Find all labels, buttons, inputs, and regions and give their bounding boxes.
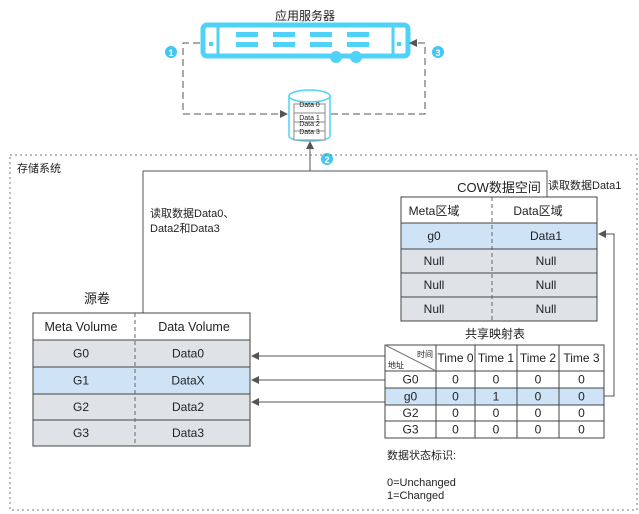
step-badge-1: 1 xyxy=(165,46,177,58)
meta-cell: Null xyxy=(424,254,445,268)
cache-item: Data 0 xyxy=(299,102,320,109)
storage-title: 存储系统 xyxy=(17,161,61,175)
map-row: G0 0 0 0 0 xyxy=(384,370,605,389)
source-title: 源卷 xyxy=(84,291,110,306)
map-cell: 0 xyxy=(535,423,542,437)
source-row: G1 DataX xyxy=(32,366,251,395)
data-cell: Null xyxy=(536,254,557,268)
map-cell: 0 xyxy=(578,373,585,387)
cow-title: COW数据空间 xyxy=(457,180,541,195)
step-badge-2: 2 xyxy=(321,153,333,165)
map-header: Time 0 xyxy=(437,351,474,365)
map-cell: 0 xyxy=(578,406,585,420)
map-cell: 0 xyxy=(493,406,500,420)
map-cell: 0 xyxy=(578,390,585,404)
meta-cell: G0 xyxy=(73,347,89,361)
svg-text:2: 2 xyxy=(324,155,329,165)
map-cell: G3 xyxy=(402,423,418,437)
map-title: 共享映射表 xyxy=(465,326,525,341)
legend-item: 0=Unchanged xyxy=(387,477,456,489)
map-row: G2 0 0 0 0 xyxy=(384,404,605,422)
map-cell: 0 xyxy=(535,390,542,404)
map-header-cell xyxy=(558,344,605,372)
map-cell: 0 xyxy=(493,373,500,387)
meta-cell: G3 xyxy=(73,426,89,440)
map-header: Time 3 xyxy=(563,351,600,365)
svg-text:Data Volume: Data Volume xyxy=(158,320,230,334)
cache-item: Data 1 xyxy=(299,115,320,122)
svg-text:地址: 地址 xyxy=(388,360,404,370)
map-cell: 0 xyxy=(452,373,459,387)
data-cell: Data0 xyxy=(172,347,204,361)
map-header: Time 1 xyxy=(478,351,515,365)
data-cell: Null xyxy=(536,302,557,316)
step-badge-3: 3 xyxy=(432,46,444,58)
svg-text:Meta区域: Meta区域 xyxy=(409,204,460,218)
cow-row: Null Null xyxy=(400,248,598,274)
server-icon xyxy=(200,22,411,63)
read-label-1: 读取数据Data1 xyxy=(548,178,621,192)
meta-cell: G1 xyxy=(73,374,89,388)
map-cell: g0 xyxy=(404,390,418,404)
map-header-cell xyxy=(474,344,518,372)
map-header-cell xyxy=(435,344,476,372)
read-path-line xyxy=(142,170,548,313)
map-cell: 0 xyxy=(535,406,542,420)
source-row: G2 Data2 xyxy=(32,393,251,421)
source-row: G0 Data0 xyxy=(32,339,251,368)
map-cell: 0 xyxy=(535,373,542,387)
read-label-023-line2: Data2和Data3 xyxy=(150,222,220,235)
map-cell: G0 xyxy=(402,373,418,387)
data-cell: Null xyxy=(536,278,557,292)
cache-item: Data 3 xyxy=(299,129,320,136)
svg-text:Meta Volume: Meta Volume xyxy=(45,320,118,334)
read-label-023: 读取数据Data0、 xyxy=(150,206,234,220)
cache-items: Data 0 Data 1 Data 2 Data 3 xyxy=(293,102,326,141)
cow-row: Null Null xyxy=(400,272,598,298)
svg-text:1: 1 xyxy=(168,48,173,58)
return-data-arrow xyxy=(331,39,426,115)
meta-cell: Null xyxy=(424,302,445,316)
cache-item: Data 2 xyxy=(299,121,320,128)
meta-cell: Null xyxy=(424,278,445,292)
svg-text:Data区域: Data区域 xyxy=(513,204,562,218)
source-row: G3 Data3 xyxy=(32,419,251,447)
data-cell: DataX xyxy=(171,374,204,388)
legend-item: 1=Changed xyxy=(387,490,444,502)
svg-text:3: 3 xyxy=(435,48,440,58)
data-cell: Data3 xyxy=(172,426,204,440)
cow-row: Null Null xyxy=(400,296,598,322)
svg-text:时间: 时间 xyxy=(417,349,433,359)
map-cell: 0 xyxy=(493,423,500,437)
server-title: 应用服务器 xyxy=(275,8,335,23)
map-row: G3 0 0 0 0 xyxy=(384,420,605,439)
map-to-cow-arrow xyxy=(598,230,615,397)
storage-system-box xyxy=(9,154,638,511)
map-cell: 0 xyxy=(578,423,585,437)
meta-cell: G2 xyxy=(73,400,89,414)
data-cell: Data2 xyxy=(172,400,204,414)
map-cell: G2 xyxy=(402,406,418,420)
map-cell: 1 xyxy=(493,390,500,404)
legend-title: 数据状态标识: xyxy=(387,448,456,462)
cow-row: g0 Data1 xyxy=(400,222,598,250)
map-cell: 0 xyxy=(452,390,459,404)
data-cell: Data1 xyxy=(530,229,562,243)
map-header: Time 2 xyxy=(520,351,557,365)
map-cell: 0 xyxy=(452,423,459,437)
map-row: g0 0 1 0 0 xyxy=(384,387,605,406)
map-cell: 0 xyxy=(452,406,459,420)
meta-cell: g0 xyxy=(427,229,441,243)
